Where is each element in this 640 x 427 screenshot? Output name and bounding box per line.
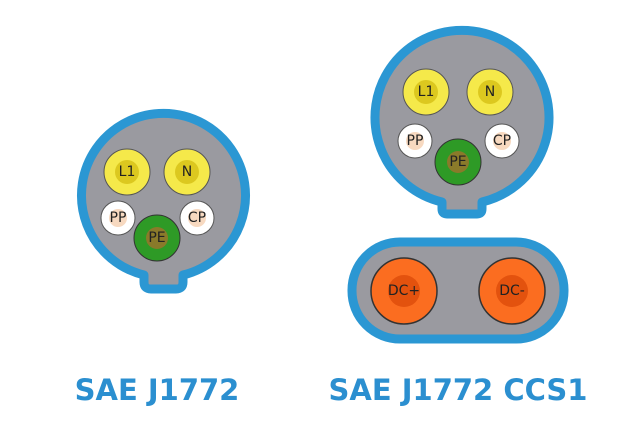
ccs1-pin-cp: CP <box>484 123 520 159</box>
j1772-pin-pe-label: PE <box>148 230 165 246</box>
ccs1-pin-dc-minus: DC- <box>478 257 546 325</box>
j1772-housing <box>77 108 250 294</box>
j1772-pin-cp: CP <box>179 200 215 236</box>
j1772-caption: SAE J1772 <box>75 373 240 407</box>
j1772-pin-pe: PE <box>133 214 181 262</box>
ccs1-pin-pe: PE <box>434 138 482 186</box>
j1772-pin-pp: PP <box>100 200 136 236</box>
j1772-pin-l1-label: L1 <box>119 164 136 180</box>
ccs1-pin-dc-plus: DC+ <box>370 257 438 325</box>
j1772-pin-cp-label: CP <box>188 210 206 226</box>
j1772-pin-n-label: N <box>182 164 192 180</box>
j1772-pin-l1: L1 <box>103 148 151 196</box>
ccs1-pin-pp-label: PP <box>407 133 424 149</box>
ccs1-pin-pp: PP <box>397 123 433 159</box>
ccs1-pin-l1-label: L1 <box>418 84 435 100</box>
ccs1-connector: L1 N PP CP PE DC+ <box>347 25 569 344</box>
ccs1-pin-dc-plus-label: DC+ <box>388 283 420 299</box>
ccs1-caption: SAE J1772 CCS1 <box>328 373 587 407</box>
ccs1-ac-housing <box>370 25 554 219</box>
ccs1-pin-cp-label: CP <box>493 133 511 149</box>
j1772-connector: L1 N PP CP PE <box>77 108 250 294</box>
ccs1-pin-dc-minus-label: DC- <box>499 283 525 299</box>
j1772-pin-pp-label: PP <box>110 210 127 226</box>
ccs1-pin-pe-label: PE <box>449 154 466 170</box>
ccs1-pin-l1: L1 <box>402 68 450 116</box>
ccs1-pin-n-label: N <box>485 84 495 100</box>
ccs1-pin-n: N <box>466 68 514 116</box>
j1772-pin-n: N <box>163 148 211 196</box>
